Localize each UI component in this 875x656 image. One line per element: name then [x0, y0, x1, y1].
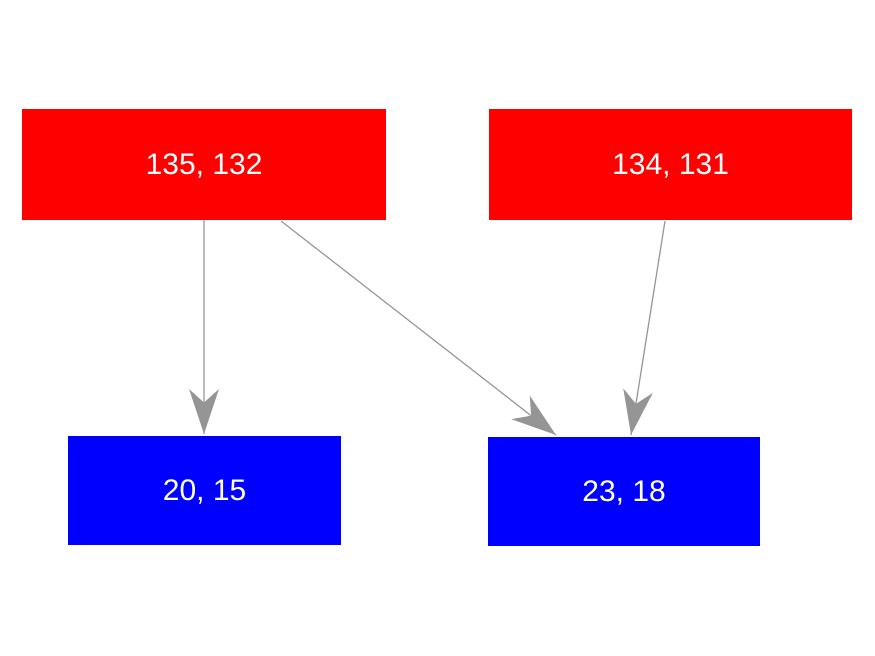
edge-arrow-top-left-to-bottom-right — [280, 220, 557, 436]
edge-arrow-top-right-to-bottom-right — [623, 220, 666, 436]
node-bottom-left: 20, 15 — [68, 436, 341, 545]
node-label: 20, 15 — [162, 473, 247, 507]
node-top-right: 134, 131 — [489, 109, 852, 220]
node-label: 135, 132 — [145, 147, 263, 181]
node-label: 134, 131 — [612, 147, 729, 181]
node-label: 23, 18 — [582, 474, 666, 508]
node-bottom-right: 23, 18 — [488, 437, 760, 546]
node-top-left: 135, 132 — [22, 109, 386, 220]
